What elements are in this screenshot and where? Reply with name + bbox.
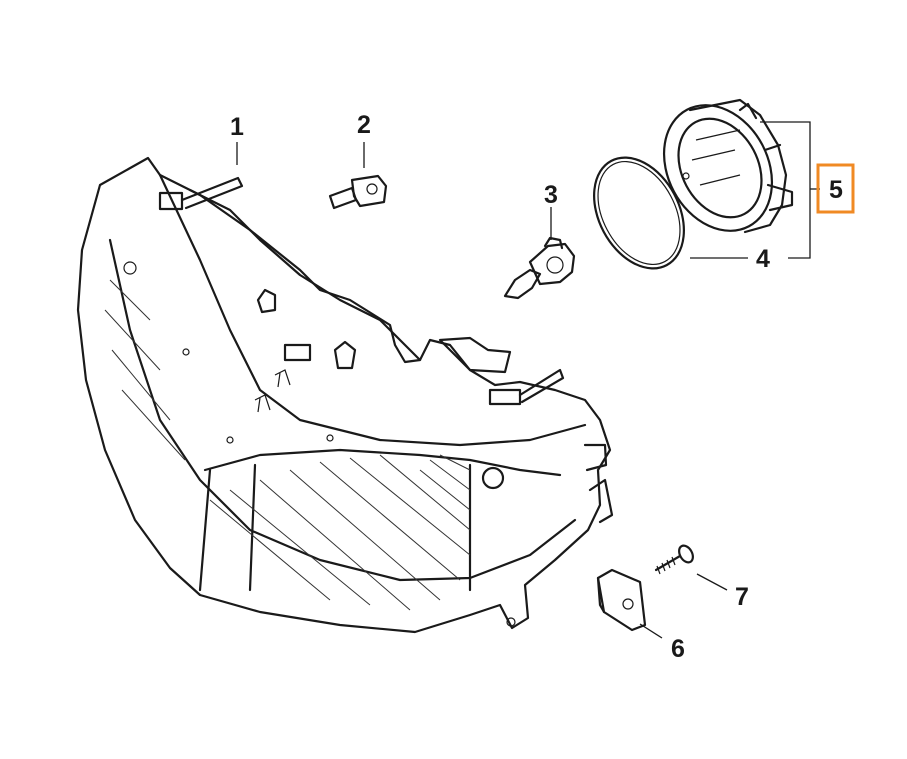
cover-cap-assembly[interactable] [643, 86, 794, 249]
callout-label-1[interactable]: 1 [230, 113, 244, 141]
parking-light-bulb[interactable] [328, 174, 388, 210]
headlight-bulb[interactable] [503, 236, 576, 300]
bracket-5 [760, 121, 811, 259]
callout-label-2[interactable]: 2 [357, 111, 371, 139]
callout-label-6[interactable]: 6 [671, 635, 685, 663]
headlight-housing[interactable] [76, 156, 614, 634]
callout-label-7[interactable]: 7 [735, 583, 749, 611]
leader-lines [236, 121, 820, 639]
clip-nut[interactable] [596, 568, 647, 632]
gasket-ring[interactable] [576, 142, 702, 284]
callout-5-highlight-box [816, 163, 855, 214]
leader-7 [696, 573, 728, 591]
leader-6 [639, 623, 663, 639]
screw[interactable] [654, 543, 696, 575]
callout-label-5[interactable]: 5 [829, 176, 843, 204]
callout-label-3[interactable]: 3 [544, 181, 558, 209]
callout-label-4[interactable]: 4 [756, 245, 770, 273]
